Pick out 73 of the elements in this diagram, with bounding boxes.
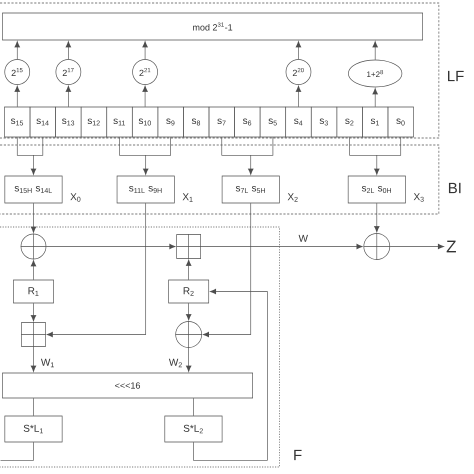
connector-line	[33, 398, 34, 416]
output-label: Z	[446, 240, 456, 252]
arrow	[14, 86, 20, 107]
arrow	[349, 137, 402, 175]
section-label: F	[294, 450, 302, 460]
transform-box: S*L$_{2}$	[164, 416, 222, 442]
arrow	[16, 137, 44, 175]
arrow	[30, 260, 36, 280]
register-cell: s$_{2}$	[336, 106, 363, 138]
section-label: LF	[448, 70, 464, 82]
word-label: X$_{1}$	[182, 193, 193, 202]
register-cell: s$_{13}$	[55, 106, 82, 138]
register-cell: s$_{14}$	[30, 106, 56, 138]
arrow	[390, 244, 444, 250]
edge-label: W	[298, 234, 308, 242]
register-cell: s$_{10}$	[132, 106, 158, 138]
arrow	[142, 41, 148, 60]
arrow	[221, 137, 274, 175]
arrow	[66, 41, 72, 60]
arrow	[200, 244, 363, 250]
word-label: X$_{0}$	[70, 193, 80, 202]
register-cell: s$_{12}$	[80, 106, 108, 138]
word-box: s$_{2L}$ s$_{0H}$	[348, 176, 406, 204]
xor-symbol	[20, 233, 47, 260]
arrow	[186, 260, 192, 280]
arrow	[202, 203, 252, 338]
register-cell: s$_{6}$	[234, 106, 260, 138]
xor-symbol	[363, 232, 390, 260]
register-cell: s$_{0}$	[388, 106, 414, 138]
arrow	[186, 348, 192, 372]
register-cell: s$_{4}$	[285, 106, 312, 138]
adder-symbol	[176, 234, 202, 260]
edge-label: W$_{1}$	[40, 358, 54, 368]
arrow	[193, 288, 268, 461]
arrow	[66, 86, 72, 107]
section-label: BI	[448, 182, 460, 194]
register-cell: s$_{9}$	[158, 106, 184, 138]
arrow	[296, 41, 302, 60]
word-label: X$_{3}$	[414, 193, 424, 202]
word-box: s$_{7L}$ s$_{5H}$	[222, 176, 280, 204]
word-box: s$_{15H}$ s$_{14L}$	[4, 176, 62, 204]
xor-symbol	[175, 320, 202, 348]
arrow	[30, 346, 36, 372]
word-label: X$_{2}$	[288, 193, 298, 202]
register-cell: s$_{5}$	[260, 106, 286, 138]
arrow	[14, 41, 20, 60]
connector-line	[193, 398, 194, 416]
arrow	[119, 137, 171, 175]
register-cell: s$_{15}$	[4, 106, 30, 138]
rotation-box: <<<16	[2, 372, 253, 398]
arrow	[30, 203, 36, 233]
arrow	[372, 88, 378, 107]
arrow	[46, 244, 176, 250]
arrow	[374, 203, 380, 232]
adder-symbol	[20, 322, 46, 348]
modulo-box: mod 2$^{31}$-1	[2, 12, 423, 40]
register-cell: s$_{3}$	[310, 106, 338, 138]
register-cell: s$_{7}$	[208, 106, 235, 138]
arrow	[372, 41, 378, 60]
register-box: R$_{1}$	[13, 280, 54, 304]
edge-label: W$_{2}$	[168, 358, 182, 368]
arrow	[142, 86, 148, 107]
register-cell: s$_{1}$	[362, 106, 388, 138]
connector-line	[0, 442, 34, 461]
transform-box: S*L$_{1}$	[4, 416, 62, 442]
word-box: s$_{11L}$ s$_{9H}$	[116, 176, 175, 204]
register-cell: s$_{11}$	[106, 106, 133, 138]
arrow	[30, 303, 36, 322]
register-box: R$_{2}$	[168, 280, 210, 304]
arrow	[186, 303, 192, 320]
arrow	[46, 203, 146, 338]
register-cell: s$_{8}$	[183, 106, 210, 138]
arrow	[296, 86, 302, 107]
